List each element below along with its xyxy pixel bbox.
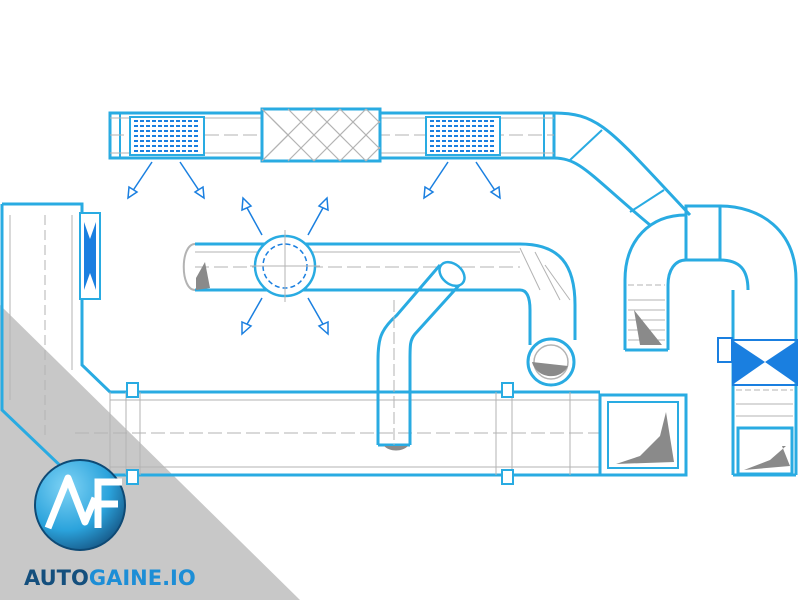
diagonal-drop-end	[384, 260, 466, 451]
ceiling-diffuser-icon	[250, 230, 320, 302]
brand-first: AUTO	[24, 566, 89, 590]
butterfly-damper-icon	[717, 337, 798, 386]
brand-logo	[34, 459, 126, 551]
brand-second: GAINE.IO	[88, 566, 196, 590]
elbow-shadow	[634, 310, 662, 345]
right-column-detail	[736, 389, 793, 417]
right-box	[684, 204, 798, 345]
supply-grille-icon	[425, 116, 501, 156]
left-l-detail	[9, 215, 600, 475]
return-vent	[598, 393, 688, 477]
filter-icon	[260, 107, 382, 163]
round-duct	[182, 242, 577, 345]
round-duct-detail	[195, 247, 571, 301]
u-bend-duct	[623, 213, 687, 352]
supply-grille-icon	[129, 116, 205, 156]
brand-wordmark: AUTOGAINE.IO	[24, 566, 196, 590]
right-elbow-duct	[553, 111, 692, 227]
airflow-arrow-icon	[127, 161, 501, 200]
round-duct-end-shadow	[196, 262, 210, 290]
right-column-duct	[731, 290, 798, 477]
diagonal-drop-duct	[376, 264, 464, 447]
round-elbow-end	[526, 337, 576, 387]
airflow-arrow-icon	[241, 196, 329, 336]
right-vent-shadow	[744, 446, 790, 470]
hanger-bracket	[126, 382, 514, 485]
butterfly-damper-icon	[79, 212, 101, 300]
